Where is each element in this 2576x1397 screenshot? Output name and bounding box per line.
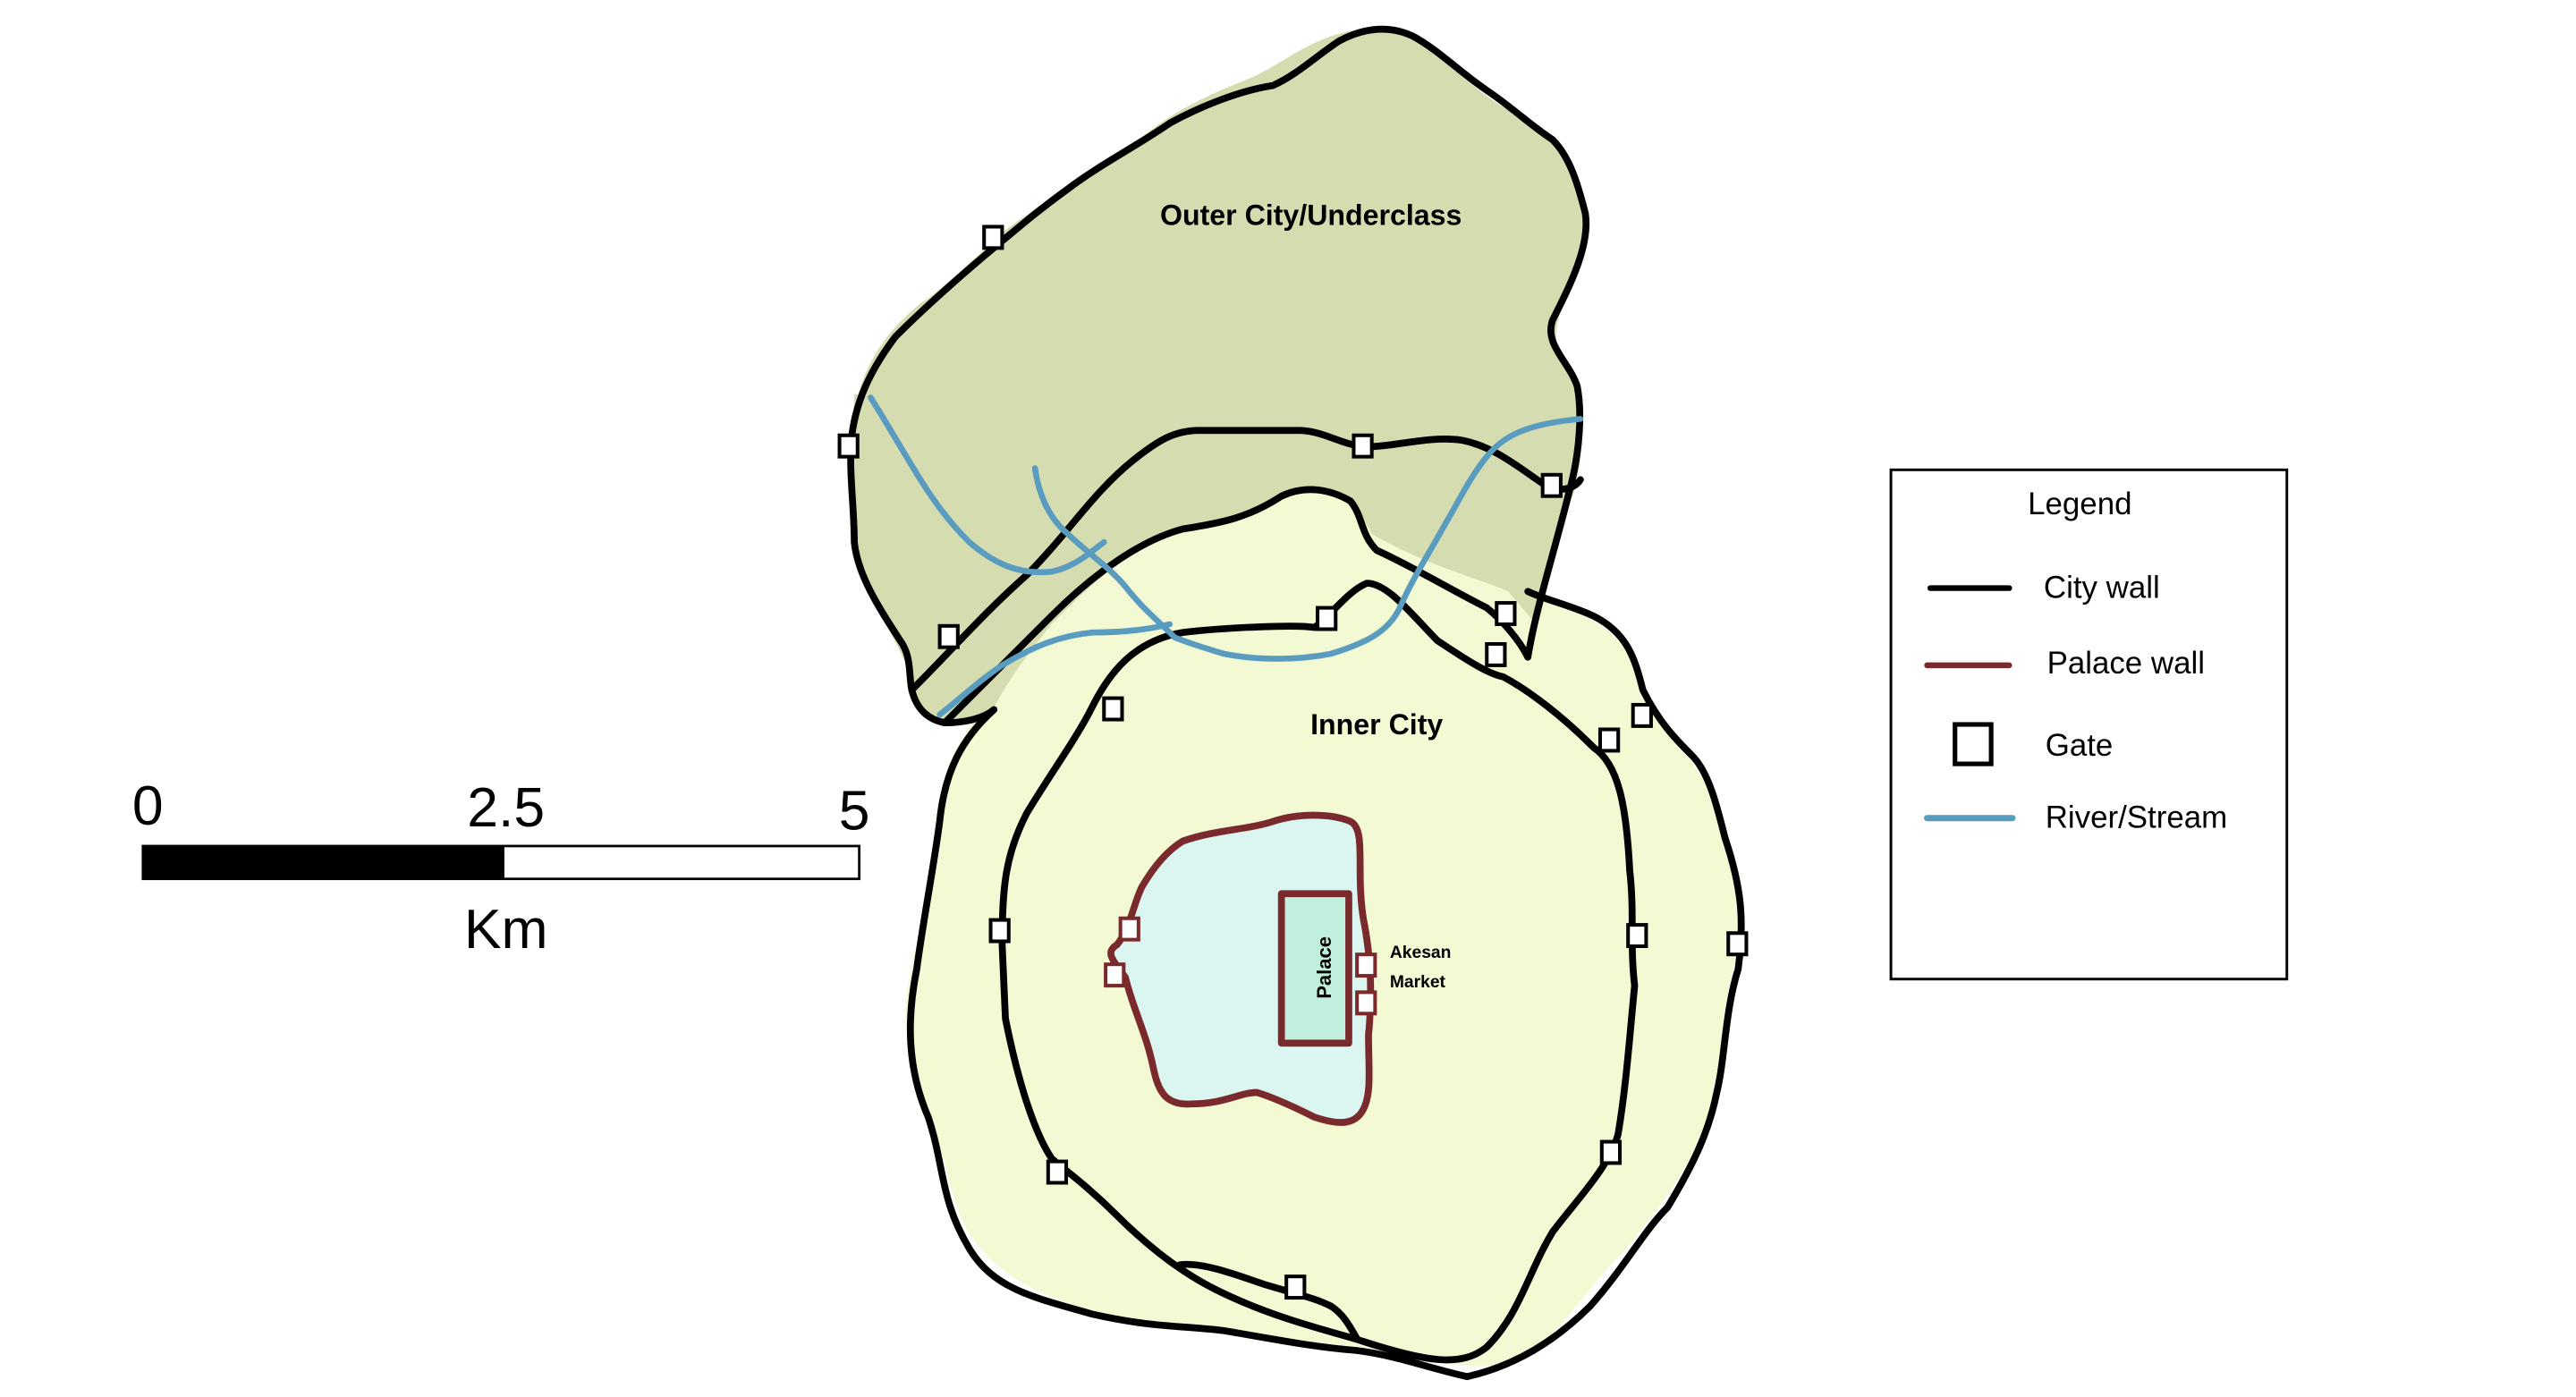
legend-item-gate: Gate xyxy=(2046,728,2114,763)
gate-icon xyxy=(1485,641,1507,667)
gate-icon xyxy=(1102,696,1124,722)
palace-gate-icon xyxy=(1104,962,1126,988)
palace-gate-icon xyxy=(1118,916,1140,942)
gate-icon xyxy=(1352,433,1374,459)
gate-icon xyxy=(982,224,1004,250)
scale-tick-0: 0 xyxy=(132,775,164,837)
outer-city-wall xyxy=(847,25,1590,727)
legend-item-river: River/Stream xyxy=(2046,800,2227,835)
palace-gate-icon xyxy=(1355,990,1377,1016)
gate-icon xyxy=(837,433,860,459)
gate-icon xyxy=(1726,931,1749,957)
palace-gate-icon xyxy=(1355,952,1377,978)
legend: Legend City wall Palace wall Gate River/… xyxy=(1889,468,2289,981)
outer-city-cross-wall xyxy=(908,427,1584,694)
gate-icon xyxy=(1631,702,1653,728)
palace-building xyxy=(1277,890,1352,1047)
gate-icon xyxy=(1316,605,1338,631)
inner-city-outer-wall xyxy=(906,588,1745,1381)
gate-icon xyxy=(1599,1139,1623,1165)
scale-tick-5: 5 xyxy=(839,780,870,842)
river-central xyxy=(1031,416,1584,662)
outer-city-label: Outer City/Underclass xyxy=(1160,199,1462,232)
legend-item-city-wall: City wall xyxy=(2044,571,2160,605)
gate-icon xyxy=(988,918,1011,944)
scale-bar: 0 2.5 5 Km xyxy=(132,775,870,961)
river-south xyxy=(936,621,1174,718)
gate-icon xyxy=(1540,472,1563,498)
gate-swatch-icon xyxy=(1953,722,1994,766)
gate-icon xyxy=(937,623,960,649)
gate-icon xyxy=(1495,601,1517,626)
gate-icon xyxy=(1597,727,1621,753)
market-label-line1: Akesan xyxy=(1390,944,1452,962)
gate-icon xyxy=(1284,1274,1307,1300)
river-west xyxy=(868,394,1107,576)
scale-unit: Km xyxy=(464,898,548,961)
inner-city-label: Inner City xyxy=(1310,708,1443,741)
legend-title: Legend xyxy=(2028,487,2131,521)
gate-icon xyxy=(1626,923,1648,949)
gate-icon xyxy=(1046,1159,1069,1185)
inner-city-wall-upper-arc xyxy=(941,486,1532,727)
palace-label: Palace xyxy=(1313,936,1335,999)
market-label-line2: Market xyxy=(1390,973,1446,992)
legend-item-palace-wall: Palace wall xyxy=(2047,646,2205,681)
scale-tick-2-5: 2.5 xyxy=(467,776,545,839)
palace-district-wall xyxy=(998,580,1639,1364)
